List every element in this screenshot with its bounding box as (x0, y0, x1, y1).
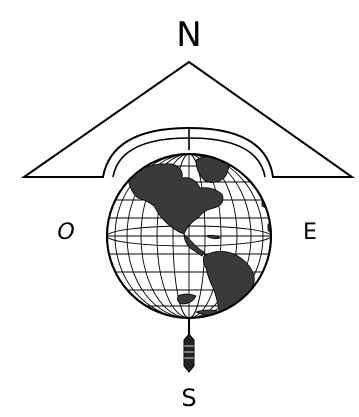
east-label: E (303, 220, 317, 245)
north-label: N (176, 15, 201, 55)
arrow-icon (184, 318, 194, 372)
globe-icon (100, 150, 280, 322)
south-label: S (181, 384, 196, 412)
west-label: O (57, 220, 74, 245)
